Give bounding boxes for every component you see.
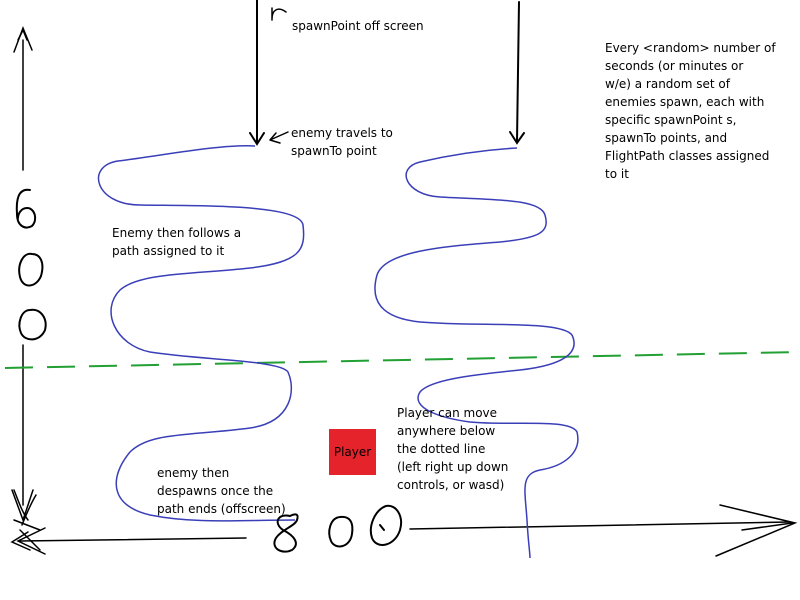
height-arrow bbox=[11, 25, 34, 523]
height-digit-6 bbox=[15, 188, 37, 229]
width-digit-0-1 bbox=[328, 515, 354, 548]
enemy-flight-path-left bbox=[97, 145, 305, 522]
despawns-note: enemy then despawns once the path ends (… bbox=[157, 464, 286, 518]
width-digit-8 bbox=[273, 513, 299, 553]
enemy-flight-path-right bbox=[374, 147, 579, 559]
spawn-rules-line: w/e) a random set of bbox=[605, 77, 730, 91]
player-movement-line: (left right up down bbox=[397, 460, 509, 474]
player-movement-note: Player can move anywhere below the dotte… bbox=[397, 404, 508, 494]
height-digit-0-1 bbox=[18, 252, 44, 287]
pointer-arrow-spawnpoint bbox=[271, 7, 287, 21]
player-boundary-line bbox=[4, 351, 800, 369]
travels-note: enemy travels to spawnTo point bbox=[291, 124, 393, 160]
corner-scribble bbox=[13, 489, 41, 551]
player-movement-line: the dotted line bbox=[397, 442, 486, 456]
spawn-arrow-right bbox=[509, 1, 525, 145]
height-digit-0-2 bbox=[18, 308, 47, 341]
spawn-rules-line: enemies spawn, each with bbox=[605, 95, 765, 109]
spawn-rules-line: spawnTo points, and bbox=[605, 131, 728, 145]
spawn-point-note: spawnPoint off screen bbox=[292, 19, 424, 33]
despawns-note-line: enemy then bbox=[157, 466, 230, 480]
player-label: Player bbox=[333, 445, 372, 459]
width-digit-0-2 bbox=[369, 504, 402, 546]
width-arrow-right bbox=[409, 504, 798, 557]
width-label bbox=[273, 504, 402, 553]
follows-note: Enemy then follows a path assigned to it bbox=[112, 224, 241, 260]
spawn-arrow-left bbox=[249, 0, 265, 146]
spawn-rules-line: specific spawnPoint s, bbox=[605, 113, 737, 127]
spawn-rules-note: Every <random> number of seconds (or min… bbox=[605, 39, 776, 183]
player-movement-line: anywhere below bbox=[397, 424, 496, 438]
despawns-note-line: path ends (offscreen) bbox=[157, 502, 286, 516]
spawn-rules-line: to it bbox=[605, 167, 629, 181]
player-movement-line: Player can move bbox=[397, 406, 498, 420]
follows-note-line: Enemy then follows a bbox=[112, 226, 242, 240]
player-sprite: Player bbox=[329, 429, 376, 475]
travels-note-line: enemy travels to bbox=[291, 126, 393, 140]
player-movement-line: controls, or wasd) bbox=[397, 478, 505, 492]
spawn-rules-line: seconds (or minutes or bbox=[605, 59, 744, 73]
despawns-note-line: despawns once the bbox=[157, 484, 274, 498]
width-arrow-left bbox=[10, 527, 247, 555]
spawn-rules-line: FlightPath classes assigned bbox=[605, 149, 770, 163]
spawn-rules-line: Every <random> number of bbox=[605, 41, 776, 55]
follows-note-line: path assigned to it bbox=[112, 244, 225, 258]
height-label bbox=[15, 188, 47, 341]
travels-note-line: spawnTo point bbox=[291, 144, 377, 158]
pointer-arrow-spawnto bbox=[269, 131, 289, 144]
